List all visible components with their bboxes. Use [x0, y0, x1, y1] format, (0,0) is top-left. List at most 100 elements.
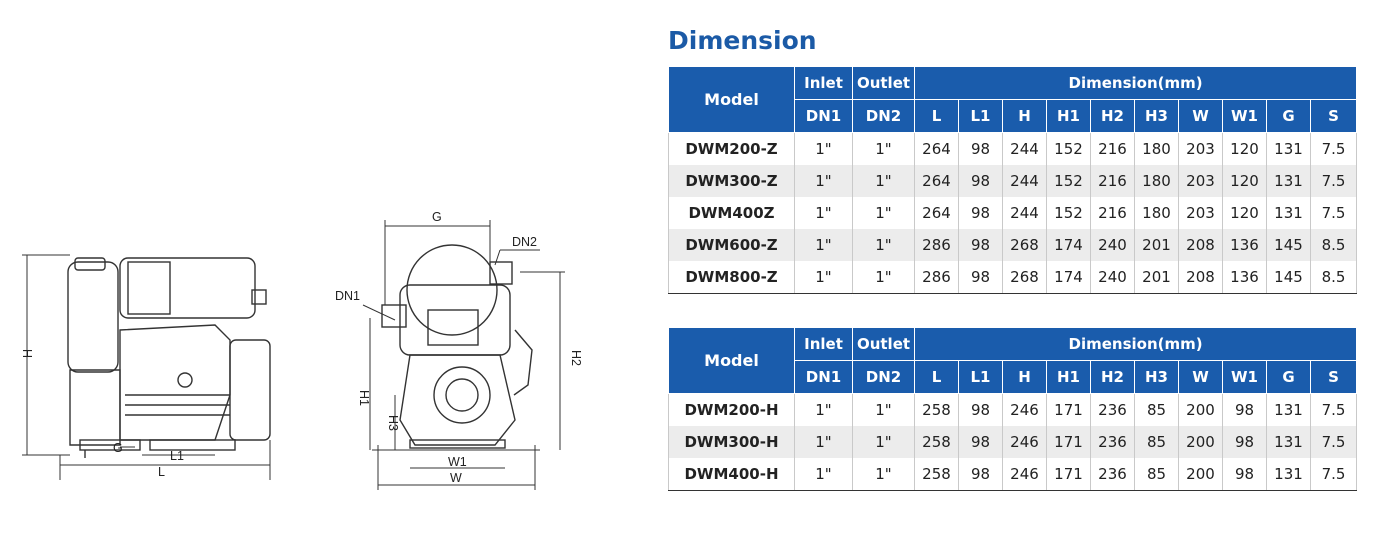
- header-col: W1: [1222, 360, 1267, 394]
- value-cell: 208: [1178, 229, 1223, 261]
- model-cell: DWM400Z: [668, 197, 795, 229]
- front-dimension-lines: [362, 220, 565, 490]
- value-cell: 145: [1266, 229, 1311, 261]
- label-dn2: DN2: [512, 235, 537, 249]
- value-cell: 171: [1046, 458, 1091, 491]
- value-cell: 286: [914, 261, 959, 294]
- motor-body: [119, 257, 256, 319]
- dn1-cell: 1": [794, 165, 853, 197]
- value-cell: 7.5: [1309, 132, 1358, 165]
- value-cell: 240: [1090, 261, 1135, 294]
- label-plate: [427, 309, 479, 346]
- pump-lower-body: [399, 354, 516, 446]
- value-cell: 98: [958, 393, 1003, 426]
- dimension-table-h: Model Inlet Outlet Dimension(mm) DN1 DN2…: [668, 327, 1358, 491]
- value-cell: 200: [1178, 458, 1223, 491]
- header-col: W: [1178, 99, 1223, 133]
- motor-junction: [127, 261, 171, 315]
- value-cell: 131: [1266, 132, 1311, 165]
- pump-body: [119, 324, 231, 441]
- header-col: H2: [1090, 360, 1135, 394]
- header-outlet: Outlet: [852, 66, 915, 100]
- pump-drawing-svg: H G L1 L: [21, 210, 583, 490]
- header-col: G: [1266, 99, 1311, 133]
- value-cell: 180: [1134, 165, 1179, 197]
- dn2-cell: 1": [852, 261, 915, 294]
- value-cell: 8.5: [1309, 229, 1358, 261]
- header-dimension: Dimension(mm): [913, 327, 1358, 361]
- value-cell: 131: [1266, 165, 1311, 197]
- value-cell: 7.5: [1309, 197, 1358, 229]
- value-cell: 98: [958, 197, 1003, 229]
- dn2-cell: 1": [852, 229, 915, 261]
- outlet-port: [489, 261, 513, 285]
- value-cell: 85: [1134, 393, 1179, 426]
- model-cell: DWM200-H: [668, 393, 795, 426]
- switch-housing: [67, 261, 119, 373]
- value-cell: 201: [1134, 229, 1179, 261]
- model-cell: DWM800-Z: [668, 261, 795, 294]
- value-cell: 216: [1090, 197, 1135, 229]
- value-cell: 244: [1002, 132, 1047, 165]
- header-inlet: Inlet: [794, 66, 853, 100]
- header-col: G: [1266, 360, 1311, 394]
- pump-dimension-drawing: H G L1 L: [0, 0, 650, 540]
- header-dn1: DN1: [794, 360, 853, 394]
- value-cell: 120: [1222, 132, 1267, 165]
- header-col: H3: [1134, 99, 1179, 133]
- value-cell: 7.5: [1309, 458, 1358, 491]
- value-cell: 268: [1002, 229, 1047, 261]
- value-cell: 268: [1002, 261, 1047, 294]
- value-cell: 258: [914, 426, 959, 458]
- value-cell: 244: [1002, 165, 1047, 197]
- value-cell: 7.5: [1309, 426, 1358, 458]
- label-g-front: G: [432, 210, 442, 224]
- value-cell: 201: [1134, 261, 1179, 294]
- header-col: H2: [1090, 99, 1135, 133]
- value-cell: 246: [1002, 393, 1047, 426]
- value-cell: 264: [914, 197, 959, 229]
- value-cell: 171: [1046, 426, 1091, 458]
- model-cell: DWM600-Z: [668, 229, 795, 261]
- value-cell: 216: [1090, 165, 1135, 197]
- dn1-cell: 1": [794, 458, 853, 491]
- header-col: L: [914, 99, 959, 133]
- value-cell: 136: [1222, 261, 1267, 294]
- value-cell: 7.5: [1309, 165, 1358, 197]
- page-title: Dimension: [668, 26, 817, 55]
- value-cell: 264: [914, 165, 959, 197]
- value-cell: 240: [1090, 229, 1135, 261]
- value-cell: 286: [914, 229, 959, 261]
- value-cell: 98: [958, 165, 1003, 197]
- value-cell: 131: [1266, 393, 1311, 426]
- value-cell: 152: [1046, 197, 1091, 229]
- value-cell: 258: [914, 393, 959, 426]
- value-cell: 236: [1090, 458, 1135, 491]
- value-cell: 120: [1222, 197, 1267, 229]
- value-cell: 258: [914, 458, 959, 491]
- value-cell: 203: [1178, 197, 1223, 229]
- dn1-cell: 1": [794, 229, 853, 261]
- value-cell: 208: [1178, 261, 1223, 294]
- dn2-cell: 1": [852, 132, 915, 165]
- value-cell: 98: [958, 132, 1003, 165]
- header-col: W: [1178, 360, 1223, 394]
- value-cell: 85: [1134, 426, 1179, 458]
- label-h2: H2: [569, 350, 583, 366]
- value-cell: 174: [1046, 261, 1091, 294]
- value-cell: 120: [1222, 165, 1267, 197]
- value-cell: 7.5: [1309, 393, 1358, 426]
- label-h1: H1: [357, 390, 371, 406]
- value-cell: 131: [1266, 426, 1311, 458]
- dn2-cell: 1": [852, 165, 915, 197]
- value-cell: 131: [1266, 197, 1311, 229]
- dn1-cell: 1": [794, 426, 853, 458]
- value-cell: 236: [1090, 393, 1135, 426]
- label-h: H: [21, 349, 35, 358]
- value-cell: 200: [1178, 426, 1223, 458]
- value-cell: 171: [1046, 393, 1091, 426]
